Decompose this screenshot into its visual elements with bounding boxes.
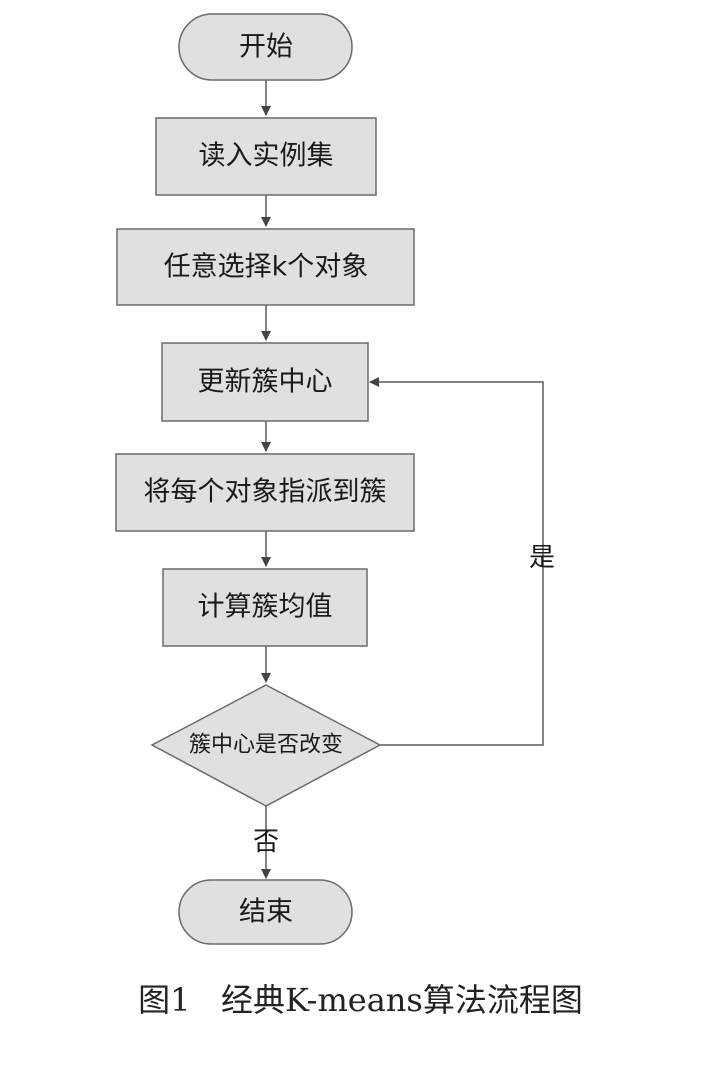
node-select-label: 任意选择k个对象 bbox=[164, 252, 369, 283]
node-decision-label: 簇中心是否改变 bbox=[189, 733, 343, 758]
node-compute-label: 计算簇均值 bbox=[198, 592, 333, 623]
edge-label-yes: 是 bbox=[529, 543, 555, 573]
node-end: 结束 bbox=[178, 879, 353, 945]
node-decision: 簇中心是否改变 bbox=[150, 684, 382, 807]
figure-caption: 图1 经典K-means算法流程图 bbox=[0, 975, 721, 1021]
node-compute: 计算簇均值 bbox=[162, 568, 368, 647]
node-select: 任意选择k个对象 bbox=[116, 228, 415, 306]
node-start-label: 开始 bbox=[239, 32, 293, 63]
node-update-label: 更新簇中心 bbox=[198, 367, 333, 398]
node-read: 读入实例集 bbox=[155, 117, 377, 196]
edge-decision-loop-back bbox=[369, 377, 544, 746]
node-end-label: 结束 bbox=[239, 897, 293, 928]
node-update: 更新簇中心 bbox=[161, 342, 369, 422]
figure-number: 图1 bbox=[138, 981, 191, 1019]
node-read-label: 读入实例集 bbox=[199, 141, 334, 172]
kmeans-flowchart: 开始 读入实例集 任意选择k个对象 更新簇中心 将每个对象指派到簇 计算簇均值 … bbox=[115, 13, 555, 945]
node-assign: 将每个对象指派到簇 bbox=[115, 453, 415, 532]
edge-label-no: 否 bbox=[253, 827, 279, 857]
node-assign-label: 将每个对象指派到簇 bbox=[144, 477, 387, 508]
node-start: 开始 bbox=[178, 13, 353, 81]
figure-title: 经典K-means算法流程图 bbox=[221, 981, 583, 1019]
